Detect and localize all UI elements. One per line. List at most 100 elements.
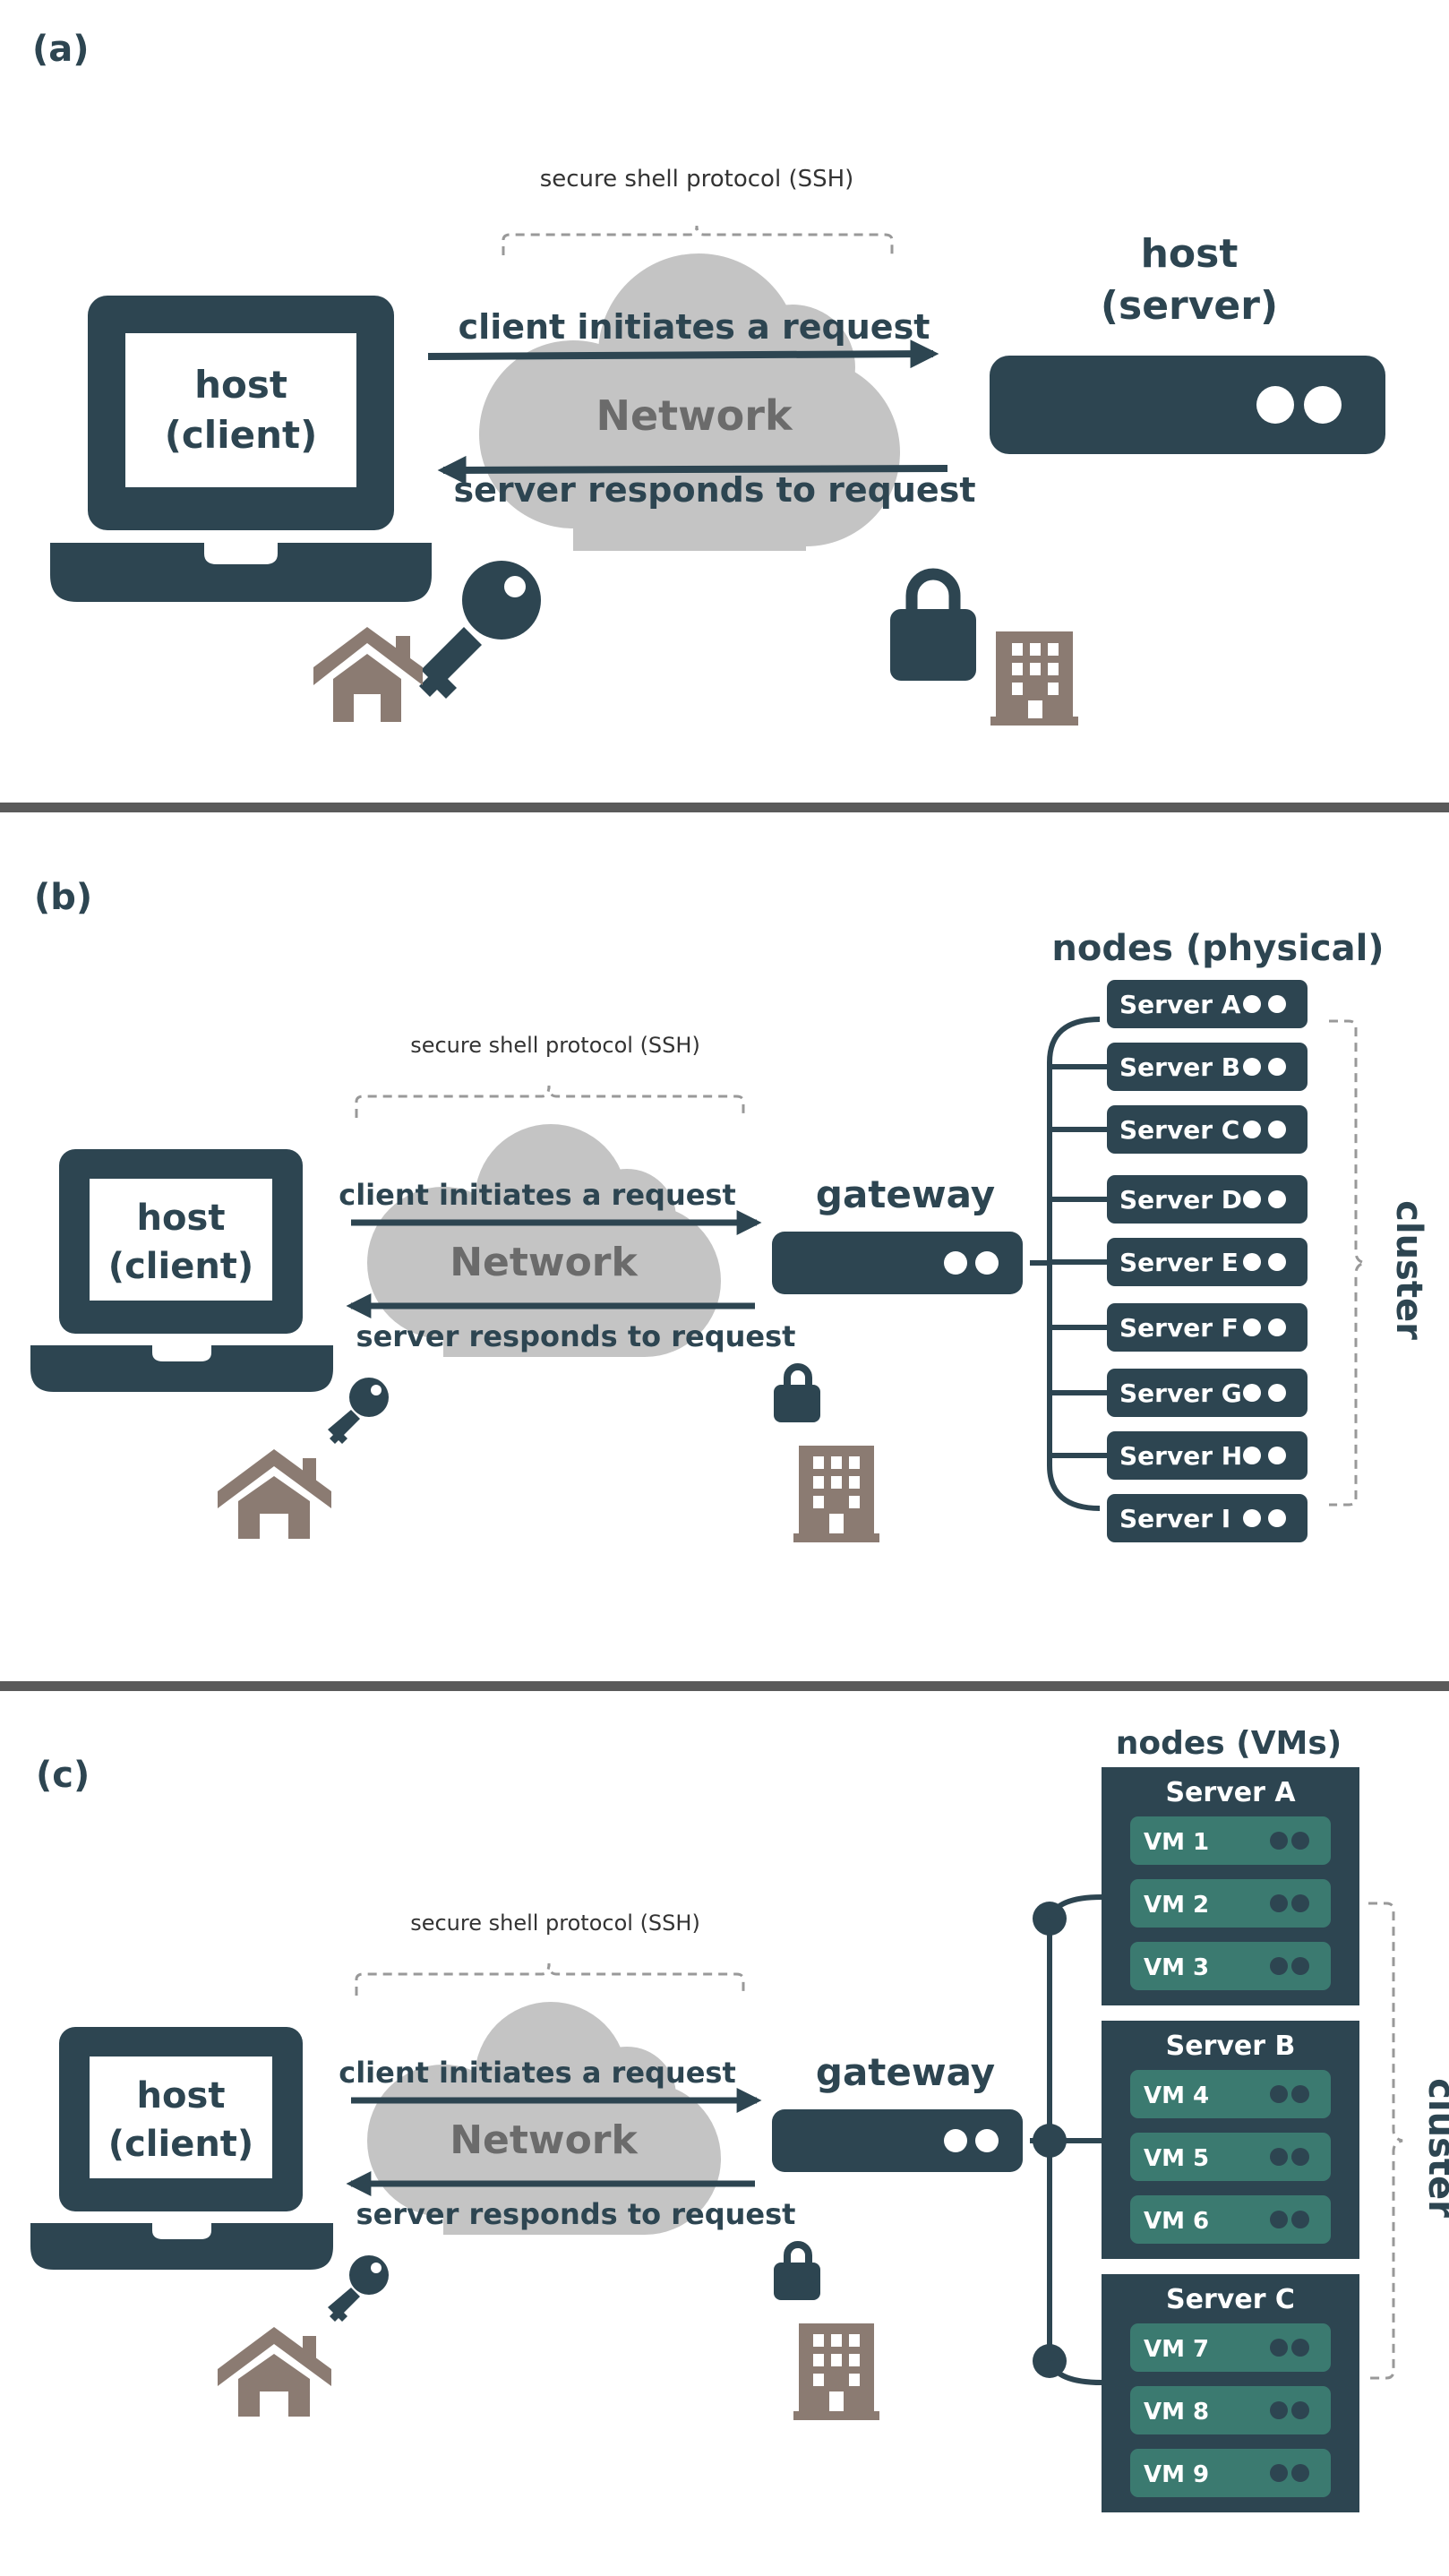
ssh-brace bbox=[355, 1962, 745, 1996]
office-building-icon bbox=[793, 2323, 879, 2420]
key-icon bbox=[328, 2255, 389, 2322]
lock-icon bbox=[774, 2241, 820, 2300]
vm-item: VM 7 bbox=[1130, 2323, 1331, 2372]
vm-host-server: Server B VM 4 VM 5 VM 6 bbox=[1102, 2021, 1359, 2259]
status-dot bbox=[1291, 2401, 1309, 2419]
response-label: server responds to request bbox=[356, 1319, 796, 1353]
status-dot bbox=[1270, 2085, 1288, 2103]
server-node-label: Server H bbox=[1119, 1441, 1242, 1471]
vm-label: VM 3 bbox=[1144, 1954, 1209, 1981]
divider-ab bbox=[0, 803, 1449, 812]
status-dot bbox=[1291, 2464, 1309, 2482]
client-label-line2: (client) bbox=[108, 1246, 253, 1287]
divider-bc bbox=[0, 1681, 1449, 1691]
server-node-label: Server B bbox=[1119, 1052, 1240, 1082]
client-label-line1: host bbox=[137, 1198, 226, 1239]
status-dot bbox=[1291, 1894, 1309, 1912]
status-dot bbox=[1291, 2085, 1309, 2103]
status-dot bbox=[1243, 1058, 1261, 1076]
status-dot bbox=[1291, 2148, 1309, 2166]
server-node: Server E bbox=[1107, 1238, 1308, 1286]
panel-a-tag: (a) bbox=[32, 29, 90, 70]
status-dot bbox=[1243, 1447, 1261, 1464]
server-node-box bbox=[1107, 1369, 1308, 1417]
vm-box bbox=[1130, 2195, 1331, 2244]
server-node-label: Server G bbox=[1119, 1378, 1242, 1408]
house-icon bbox=[218, 2327, 331, 2417]
status-dot bbox=[1268, 1384, 1286, 1402]
client-label-line2: (client) bbox=[108, 2124, 253, 2165]
key-icon bbox=[328, 1378, 389, 1444]
house-icon bbox=[313, 627, 423, 722]
server-node-box bbox=[1107, 1494, 1308, 1542]
server-node: Server B bbox=[1107, 1043, 1308, 1091]
vm-box bbox=[1130, 2386, 1331, 2434]
ssh-label: secure shell protocol (SSH) bbox=[540, 166, 854, 193]
status-dot bbox=[1270, 2211, 1288, 2228]
server-node: Server D bbox=[1107, 1175, 1308, 1224]
ssh-brace bbox=[355, 1085, 745, 1118]
cluster-connectors bbox=[1033, 1894, 1102, 2385]
network-label: Network bbox=[596, 391, 793, 440]
request-label: client initiates a request bbox=[339, 2056, 736, 2090]
house-icon bbox=[218, 1449, 331, 1539]
vm-item: VM 4 bbox=[1130, 2070, 1331, 2118]
connector-link bbox=[1047, 2359, 1102, 2385]
panel-c: (c) secure shell protocol (SSH) Network … bbox=[30, 1725, 1449, 2512]
vm-box bbox=[1130, 1816, 1331, 1865]
vm-label: VM 8 bbox=[1144, 2399, 1209, 2426]
server-node-label: Server D bbox=[1119, 1185, 1242, 1215]
client-label-line2: (client) bbox=[165, 413, 318, 457]
server-node: Server F bbox=[1107, 1303, 1308, 1352]
status-dot bbox=[1270, 2401, 1288, 2419]
vm-item: VM 9 bbox=[1130, 2449, 1331, 2497]
laptop-icon bbox=[50, 296, 432, 602]
status-dot bbox=[1243, 1121, 1261, 1138]
server-icon bbox=[990, 356, 1385, 454]
response-label: server responds to request bbox=[453, 470, 975, 510]
gateway-label: gateway bbox=[816, 1172, 995, 1216]
gateway-label: gateway bbox=[816, 2050, 995, 2094]
cluster-label: cluster bbox=[1388, 1200, 1429, 1340]
status-dot bbox=[1270, 1894, 1288, 1912]
vm-label: VM 7 bbox=[1144, 2336, 1209, 2363]
server-label-line2: (server) bbox=[1101, 283, 1278, 329]
nodes-title: nodes (VMs) bbox=[1116, 1725, 1342, 1762]
vm-label: VM 6 bbox=[1144, 2208, 1209, 2235]
server-node: Server G bbox=[1107, 1369, 1308, 1417]
panel-a: (a) secure shell protocol (SSH) Network … bbox=[32, 29, 1385, 726]
vm-item: VM 2 bbox=[1130, 1879, 1331, 1928]
status-dot bbox=[1243, 1253, 1261, 1271]
vm-label: VM 2 bbox=[1144, 1892, 1209, 1919]
server-node: Server I bbox=[1107, 1494, 1308, 1542]
network-label: Network bbox=[450, 1240, 639, 1285]
server-label-line1: host bbox=[1141, 231, 1239, 277]
cluster-brace bbox=[1368, 1902, 1403, 2380]
vm-host-label: Server B bbox=[1166, 2031, 1296, 2062]
status-dot bbox=[1268, 1318, 1286, 1336]
vm-label: VM 5 bbox=[1144, 2145, 1209, 2172]
ssh-label: secure shell protocol (SSH) bbox=[410, 1033, 700, 1058]
vm-item: VM 3 bbox=[1130, 1942, 1331, 1990]
server-node-box bbox=[1107, 1105, 1308, 1154]
status-dot bbox=[1270, 1957, 1288, 1975]
status-dot bbox=[1270, 2148, 1288, 2166]
server-node-label: Server I bbox=[1119, 1504, 1230, 1533]
status-dot bbox=[1243, 1509, 1261, 1527]
status-dot bbox=[1243, 995, 1261, 1013]
status-dot bbox=[1291, 1832, 1309, 1850]
status-dot bbox=[1291, 2211, 1309, 2228]
request-label: client initiates a request bbox=[459, 307, 930, 347]
office-building-icon bbox=[793, 1446, 879, 1542]
server-node-label: Server E bbox=[1119, 1248, 1239, 1277]
vm-box bbox=[1130, 2133, 1331, 2181]
gateway-server-icon bbox=[772, 1232, 1023, 1294]
status-dot bbox=[1268, 1509, 1286, 1527]
status-dot bbox=[1268, 1058, 1286, 1076]
key-icon bbox=[419, 561, 541, 699]
request-label: client initiates a request bbox=[339, 1178, 736, 1212]
network-label: Network bbox=[450, 2117, 639, 2163]
server-node-label: Server F bbox=[1119, 1313, 1239, 1343]
panel-b-tag: (b) bbox=[34, 877, 92, 918]
laptop-icon bbox=[30, 2027, 333, 2270]
